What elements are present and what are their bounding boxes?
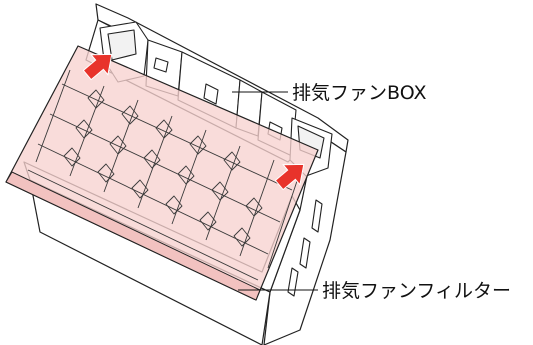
insert-arrow-left [82, 53, 113, 81]
fan-filter-label: 排気ファンフィルター [322, 280, 511, 302]
fan-box-label: 排気ファンBOX [292, 82, 426, 104]
arrow-up-right-icon [82, 53, 305, 191]
filter-grid-ribs [27, 69, 301, 281]
exhaust-fan-filter [5, 45, 319, 301]
insert-arrow-right [274, 163, 305, 191]
leader-lines [232, 91, 318, 291]
